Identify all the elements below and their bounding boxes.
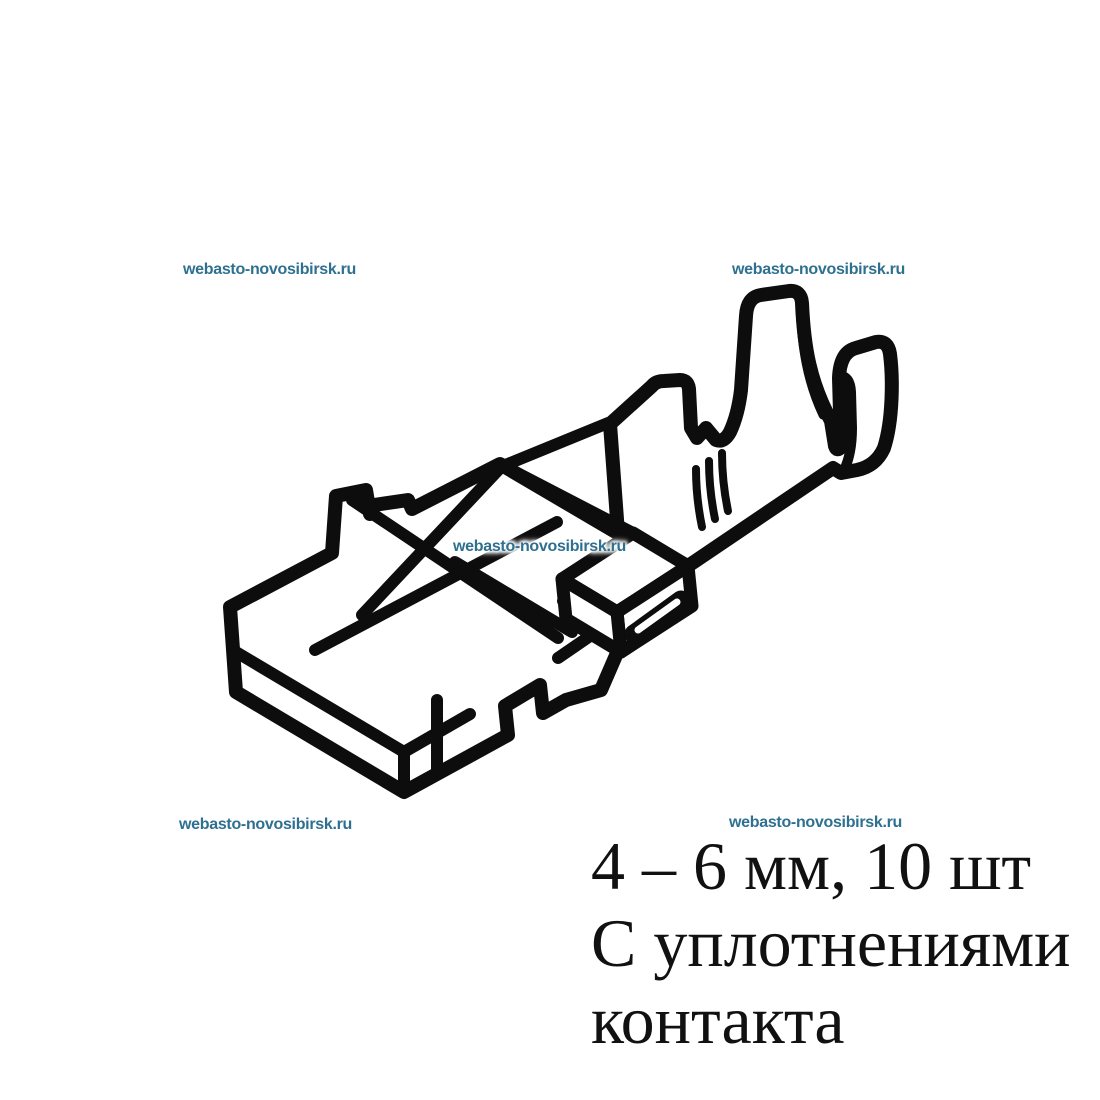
product-caption: 4 – 6 мм, 10 шт С уплотнениями контакта: [591, 828, 1071, 1059]
watermark-top-right: webasto-novosibirsk.ru: [732, 261, 905, 278]
body-crease-lines: [230, 417, 639, 798]
watermark-bottom-right: webasto-novosibirsk.ru: [729, 814, 902, 831]
crimp-wings: [603, 283, 899, 573]
watermark-bottom-left: webasto-novosibirsk.ru: [179, 816, 352, 833]
serration-lines: [692, 449, 732, 531]
caption-size-quantity: 4 – 6 мм, 10 шт: [591, 828, 1032, 904]
contact-slot: [624, 590, 691, 644]
watermark-top-left: webasto-novosibirsk.ru: [183, 261, 356, 278]
watermark-center: webasto-novosibirsk.ru: [453, 538, 626, 555]
contact-box: [555, 526, 699, 659]
caption-contact-note: контакта: [591, 982, 845, 1058]
caption-seal-note: С уплотнениями: [591, 905, 1071, 981]
